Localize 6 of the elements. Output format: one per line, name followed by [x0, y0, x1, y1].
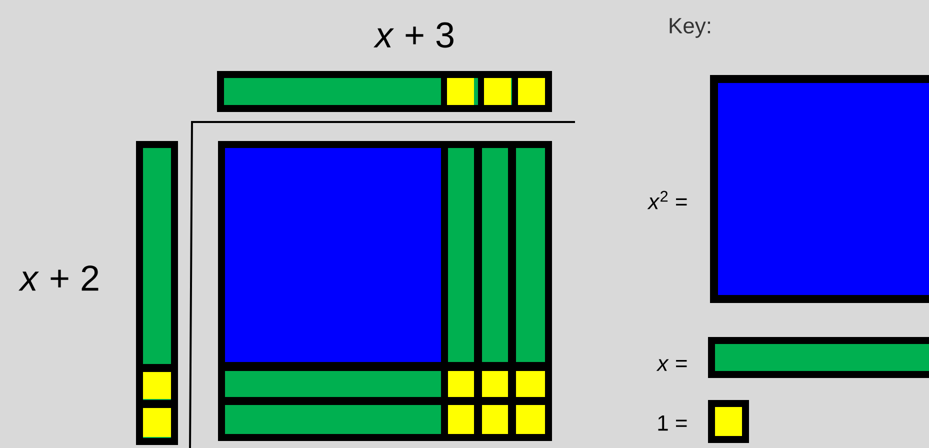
dimension-label: x + 2	[18, 265, 98, 291]
legend-label: x$^{2}$ =	[647, 190, 687, 210]
key-heading: Key:	[670, 18, 710, 38]
legend-label: 1 =	[658, 415, 687, 431]
legend-label: x =	[656, 359, 687, 371]
dimension-label: x + 3	[374, 22, 454, 48]
